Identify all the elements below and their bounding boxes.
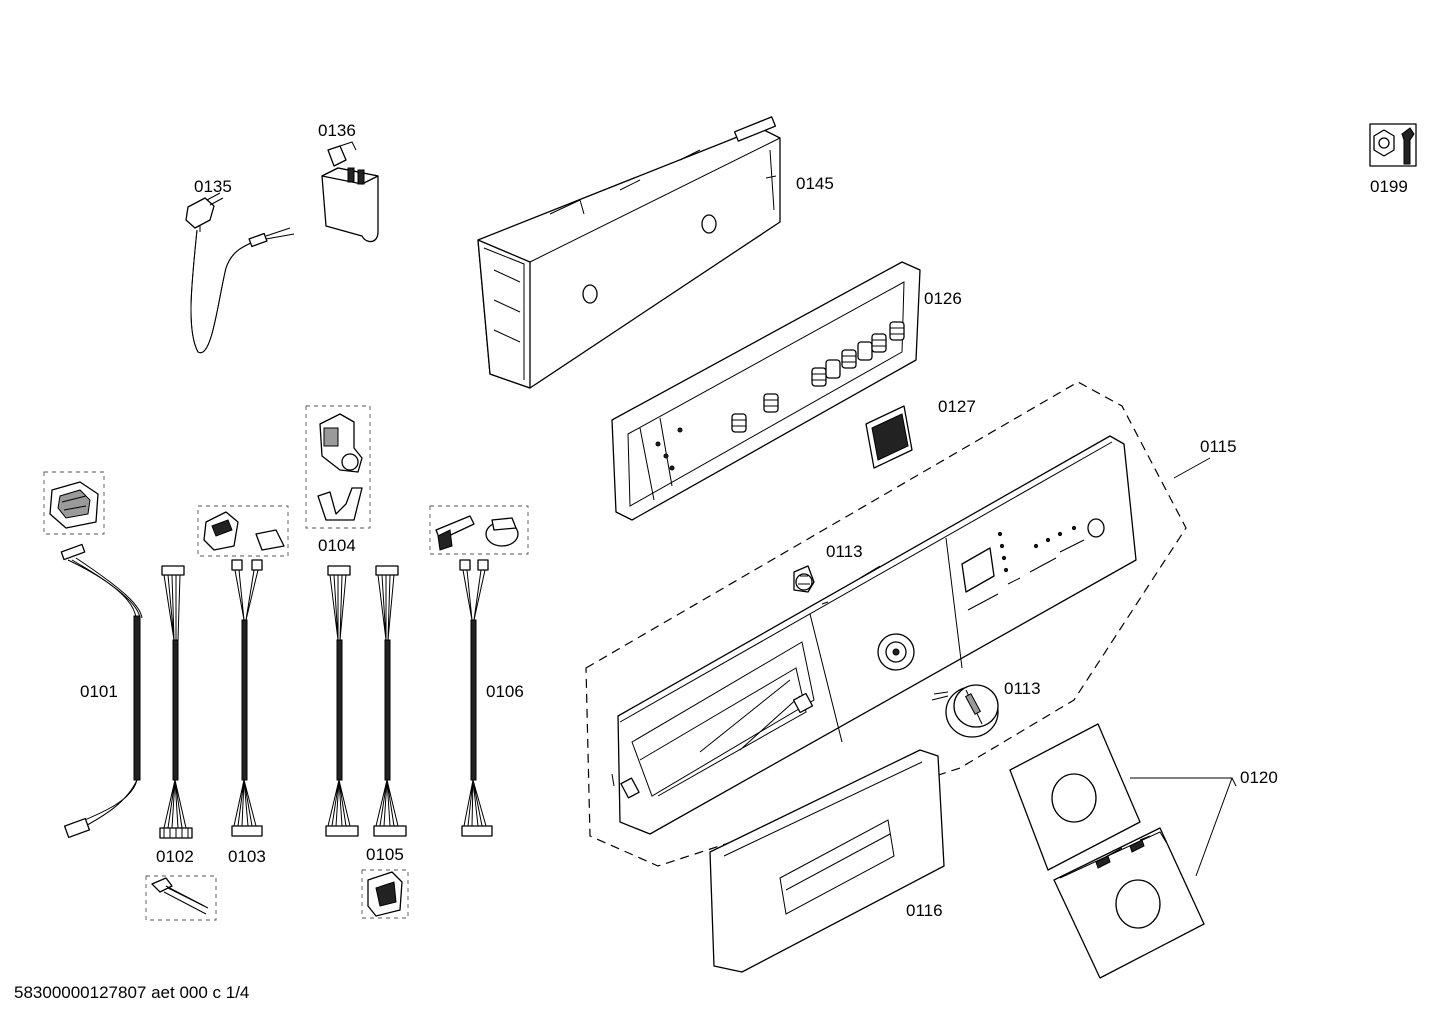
label-0199: 0199 (1370, 177, 1408, 196)
label-0115: 0115 (1200, 437, 1237, 456)
motor-box-outline (43, 471, 105, 535)
power-cord-part[interactable] (185, 192, 295, 354)
heater-box-outline (145, 875, 217, 921)
label-0113-top: 0113 (826, 542, 863, 561)
cable-harness-0106-part[interactable] (459, 559, 493, 837)
label-0102: 0102 (156, 847, 194, 866)
motor-part[interactable] (49, 481, 99, 529)
control-panel-fascia-part[interactable] (611, 435, 1137, 835)
cover-plate-part[interactable] (1009, 723, 1141, 871)
leader-0120 (1130, 777, 1237, 877)
label-0106: 0106 (486, 682, 524, 701)
leader-0115 (1173, 457, 1211, 479)
cable-harness-0105a-part[interactable] (325, 565, 359, 837)
label-0127: 0127 (938, 397, 976, 416)
panel-group-outline (585, 381, 1187, 867)
rotary-encoder-springs (731, 321, 905, 433)
heater-element-part[interactable] (151, 877, 209, 915)
label-0104: 0104 (318, 536, 356, 555)
dispenser-drawer-handle-part[interactable] (709, 749, 945, 973)
cable-harness-0105b-part[interactable] (373, 565, 407, 837)
cable-harness-0102-part[interactable] (159, 565, 193, 839)
switch-box-outline (361, 869, 409, 919)
control-module-housing-part[interactable] (477, 116, 781, 389)
pump-valve-part[interactable] (203, 511, 285, 551)
sensor-box-outline (429, 505, 529, 555)
knob-small-part[interactable] (793, 565, 815, 593)
electronic-module-part[interactable] (611, 261, 921, 521)
label-0101: 0101 (80, 682, 118, 701)
cable-harness-0101-part[interactable] (60, 543, 143, 839)
wrench-nut-icon[interactable] (1369, 123, 1417, 167)
label-0145: 0145 (796, 174, 834, 193)
label-0103: 0103 (228, 847, 266, 866)
display-part[interactable] (865, 405, 913, 469)
door-lock-part[interactable] (367, 871, 403, 917)
valve-0104-box-outline (305, 405, 371, 529)
inlet-valve-part[interactable] (317, 413, 363, 521)
document-reference: 58300000127807 aet 000 c 1/4 (14, 983, 249, 1002)
cable-harness-0103-part[interactable] (231, 559, 263, 837)
label-0105: 0105 (366, 845, 404, 864)
label-0113-bottom: 0113 (1004, 679, 1041, 698)
label-0136: 0136 (318, 121, 356, 140)
valve-box-outline (197, 505, 289, 557)
label-0120: 0120 (1240, 768, 1278, 787)
label-0126: 0126 (924, 289, 962, 308)
label-0135: 0135 (194, 177, 232, 196)
cover-frame-part[interactable] (1053, 827, 1205, 979)
programme-selector-knob-part[interactable] (931, 684, 999, 738)
pressure-sensor-part[interactable] (435, 515, 519, 551)
interference-filter-part[interactable] (321, 141, 379, 243)
label-0116: 0116 (906, 901, 943, 920)
